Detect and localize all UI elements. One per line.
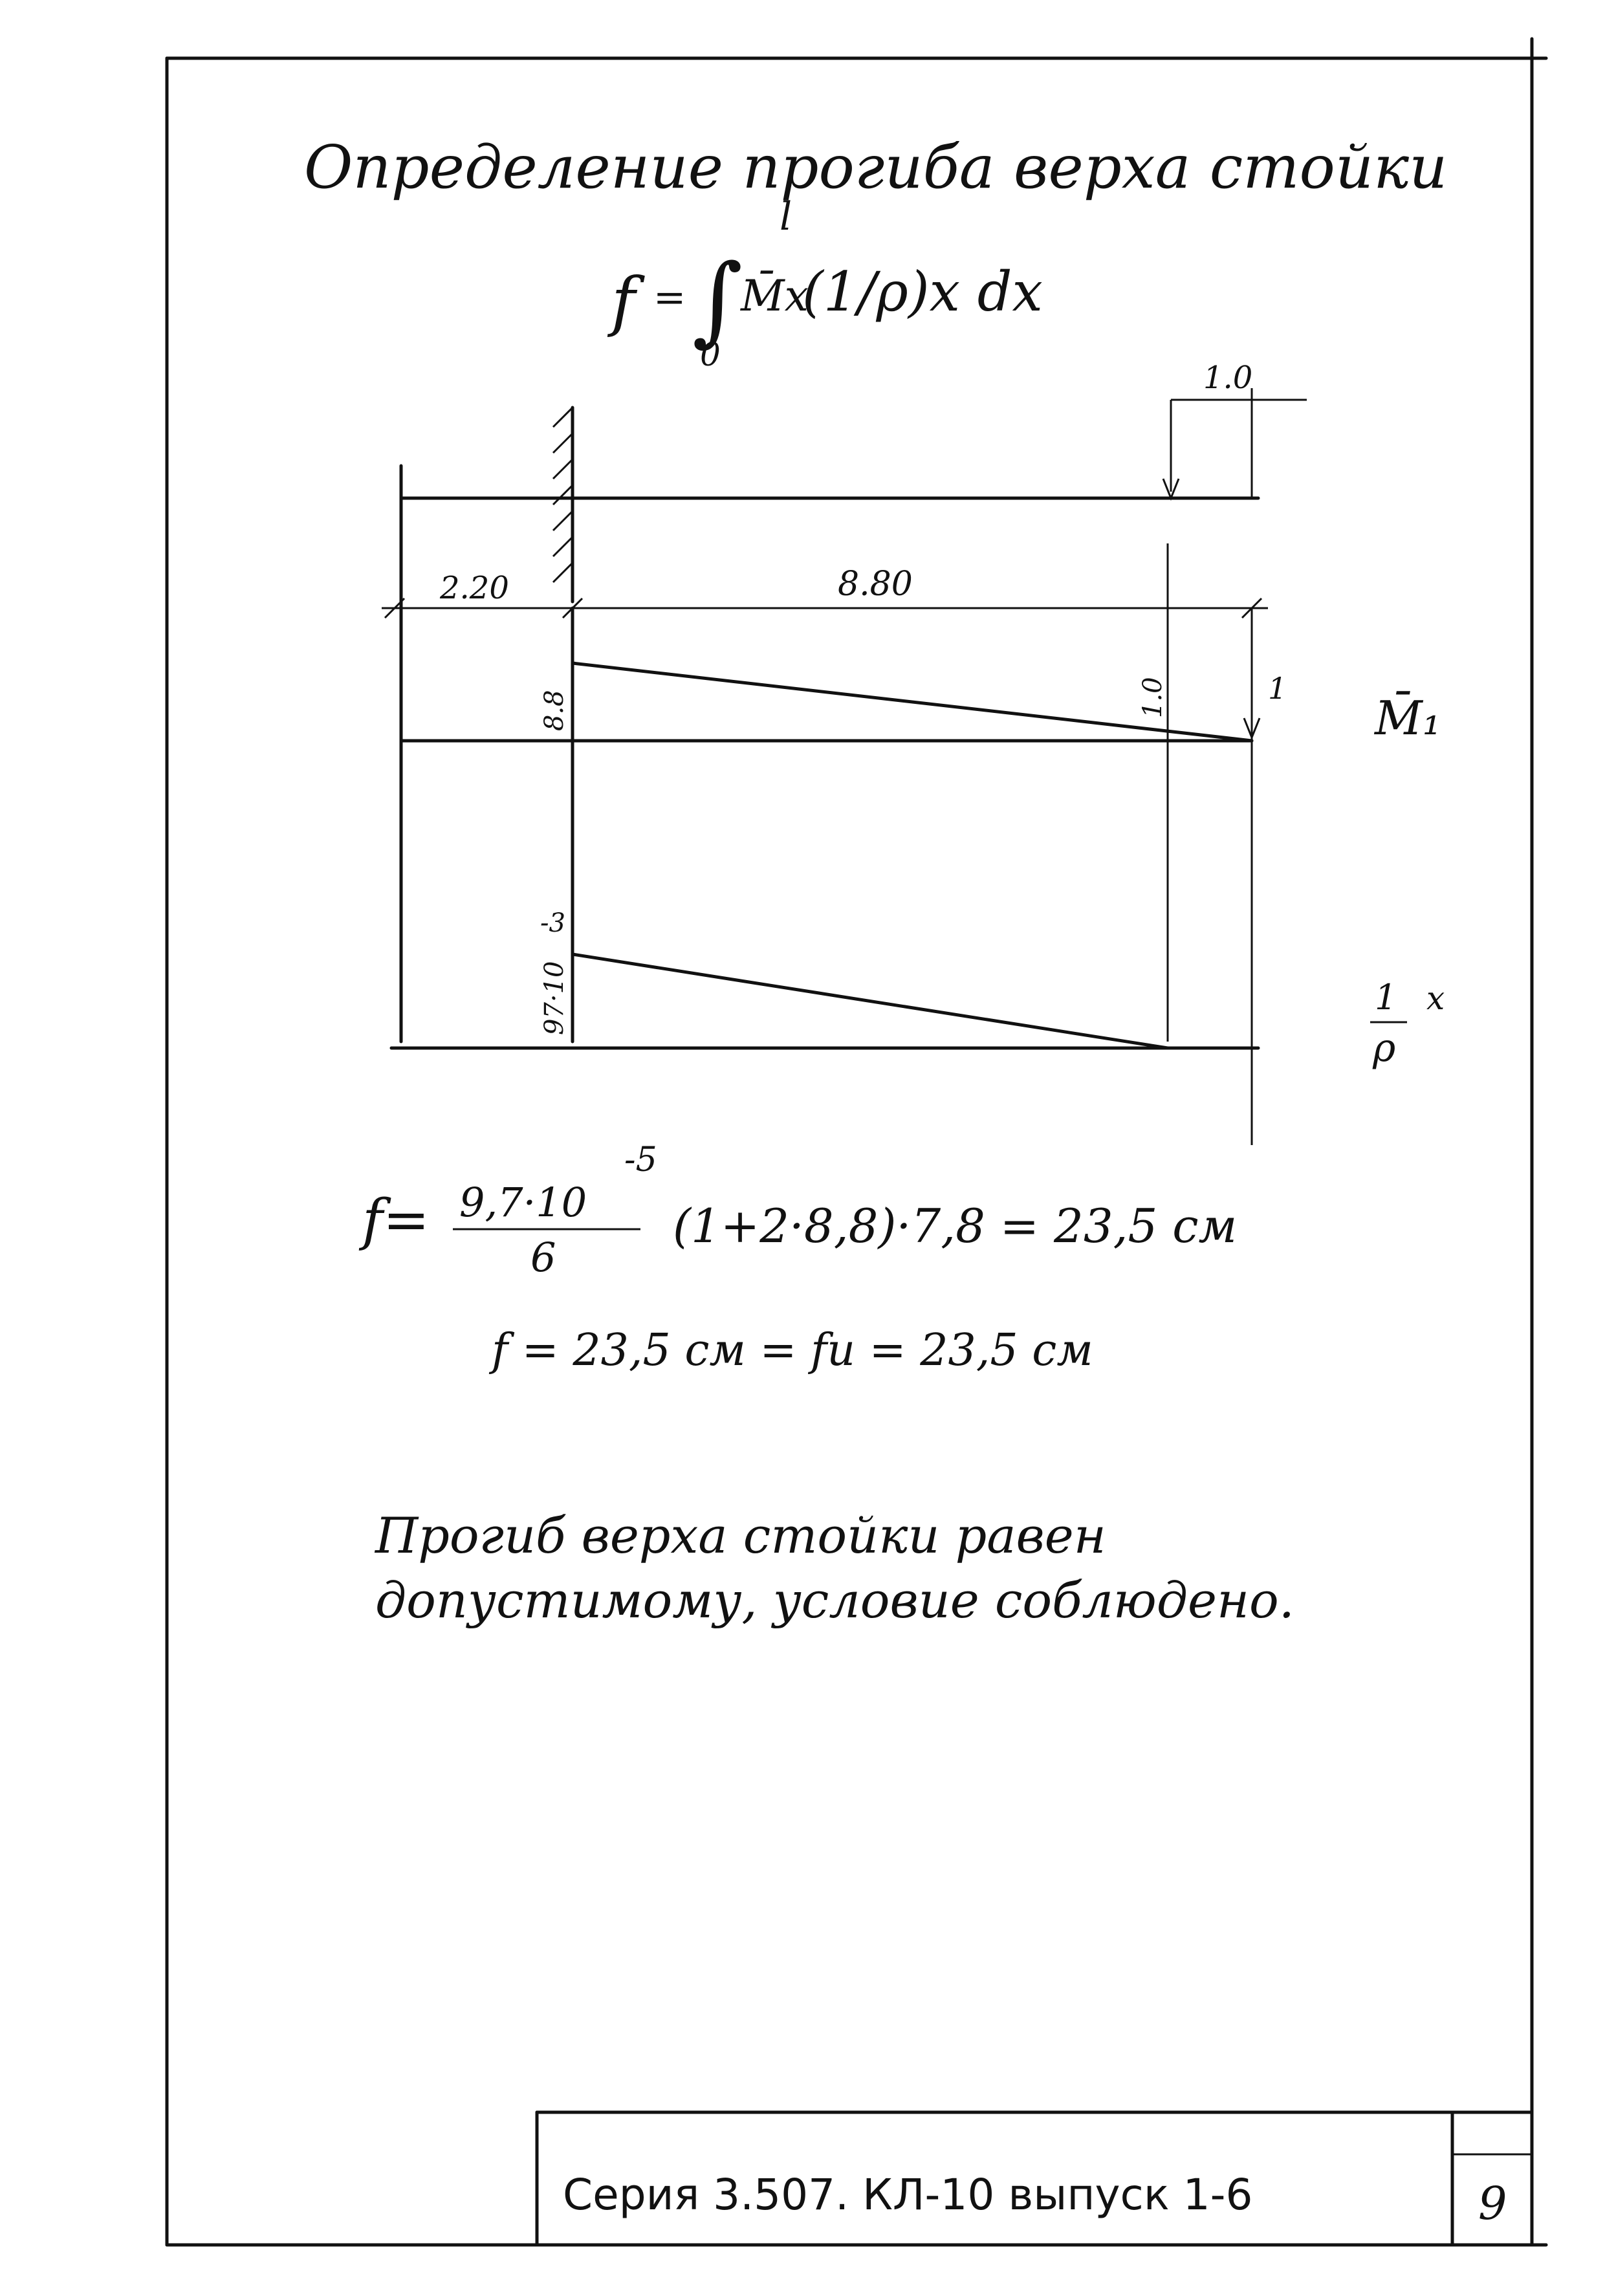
integral-lhs: f [607, 263, 645, 339]
curv-left-exp: -3 [540, 908, 565, 938]
integral-upper-limit: l [780, 194, 792, 239]
moment-diagram: 1.0 2.20 8.80 8.8 1.0 1 M̄₁ [382, 360, 1445, 1145]
sheet-number: 9 [1478, 2177, 1507, 2230]
formula-main: f= 9,7·10 -5 6 (1+2·8,8)·7,8 = 23,5 см [358, 1141, 1237, 1281]
title-block: Серия 3.507. КЛ-10 выпуск 1-6 9 [535, 2110, 1534, 2247]
conclusion-line-2: допустимому, условие соблюдено. [375, 1571, 1294, 1629]
curv-label-suffix: x [1426, 979, 1445, 1017]
formula-denominator: 6 [530, 1234, 556, 1281]
sheet-frame [165, 37, 1548, 2247]
integral-formula: f = ∫ l 0 M̄x (1/ρ)x dx [607, 194, 1043, 373]
formula-rest: (1+2·8,8)·7,8 = 23,5 см [673, 1199, 1237, 1253]
formula-numerator-exp: -5 [624, 1141, 657, 1179]
dim-top: 1.0 [1203, 360, 1252, 396]
dim-left: 2.20 [439, 570, 509, 606]
integral-factor: (1/ρ)x dx [802, 260, 1043, 323]
integral-integrand: M̄x [740, 271, 809, 321]
page-title: Определение прогиба верха стойки [304, 133, 1447, 202]
support-hatch [552, 406, 574, 584]
formula-numerator: 9,7·10 [459, 1179, 587, 1226]
formula-second: f = 23,5 см = fu = 23,5 см [488, 1325, 1093, 1376]
curv-label-den: ρ [1372, 1025, 1395, 1071]
m-left-value: 8.8 [540, 690, 569, 731]
conclusion-line-1: Прогиб верха стойки равен [374, 1507, 1106, 1564]
integral-sign: ∫ [692, 244, 743, 356]
unit-load-label: 1 [1268, 671, 1287, 706]
integral-lower-limit: 0 [700, 336, 721, 373]
dim-main: 8.80 [838, 565, 913, 604]
formula-lhs: f= [358, 1188, 430, 1252]
curv-left-value: 97·10 [540, 961, 569, 1035]
curv-label-num: 1 [1375, 977, 1397, 1018]
m-right-value: 1.0 [1138, 677, 1168, 718]
integral-eq: = [653, 275, 686, 320]
series-label: Серия 3.507. КЛ-10 выпуск 1-6 [563, 2170, 1252, 2220]
m-diagram-label: M̄₁ [1373, 690, 1441, 745]
